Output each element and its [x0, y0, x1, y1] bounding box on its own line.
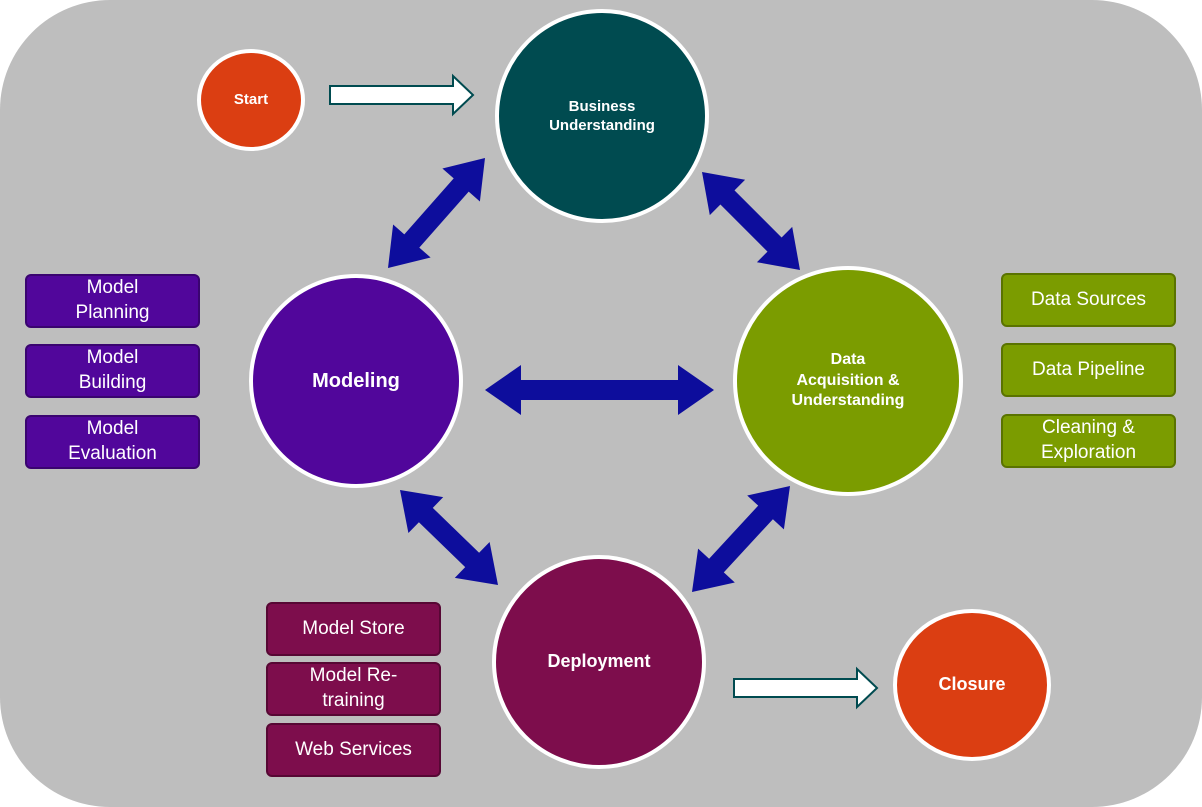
modeling-deployment-arrow — [400, 490, 498, 585]
business-data-arrow — [702, 172, 800, 270]
closure-node: Closure — [893, 609, 1051, 761]
modeling-business-arrow — [388, 158, 485, 268]
data-sources-label: Data Sources — [1030, 288, 1147, 310]
deployment-label: Deployment — [547, 651, 651, 672]
data-acquisition-node: Data Acquisition & Understanding — [733, 266, 963, 496]
start-label: Start — [233, 91, 269, 109]
data-sources-box: Data Sources — [1001, 273, 1176, 327]
model-building-box: Model Building — [25, 344, 200, 398]
modeling-data-arrow — [485, 365, 714, 415]
model-retraining-label: Model Re- training — [309, 665, 398, 711]
modeling-node: Modeling — [249, 274, 463, 488]
web-services-box: Web Services — [266, 723, 441, 777]
data-pipeline-box: Data Pipeline — [1001, 343, 1176, 397]
model-retraining-box: Model Re- training — [266, 662, 441, 716]
model-store-box: Model Store — [266, 602, 441, 656]
model-evaluation-box: Model Evaluation — [25, 415, 200, 469]
closure-arrow — [733, 666, 879, 710]
cleaning-exploration-box: Cleaning & Exploration — [1001, 414, 1176, 468]
start-node: Start — [197, 49, 305, 151]
model-planning-box: Model Planning — [25, 274, 200, 328]
cleaning-exploration-label: Cleaning & Exploration — [1040, 417, 1137, 463]
modeling-label: Modeling — [312, 370, 400, 392]
model-evaluation-label: Model Evaluation — [68, 418, 157, 464]
model-store-label: Model Store — [302, 617, 405, 639]
data-pipeline-label: Data Pipeline — [1031, 358, 1146, 380]
model-building-label: Model Building — [78, 347, 147, 393]
business-understanding-node: Business Understanding — [495, 9, 709, 223]
business-understanding-label: Business Understanding — [549, 97, 655, 135]
closure-label: Closure — [938, 674, 1006, 695]
data-acquisition-label: Data Acquisition & Understanding — [791, 350, 905, 410]
deployment-node: Deployment — [492, 555, 706, 769]
model-planning-label: Model Planning — [75, 277, 150, 323]
start-arrow — [329, 73, 475, 117]
deployment-data-arrow — [692, 486, 790, 592]
web-services-label: Web Services — [295, 738, 412, 760]
